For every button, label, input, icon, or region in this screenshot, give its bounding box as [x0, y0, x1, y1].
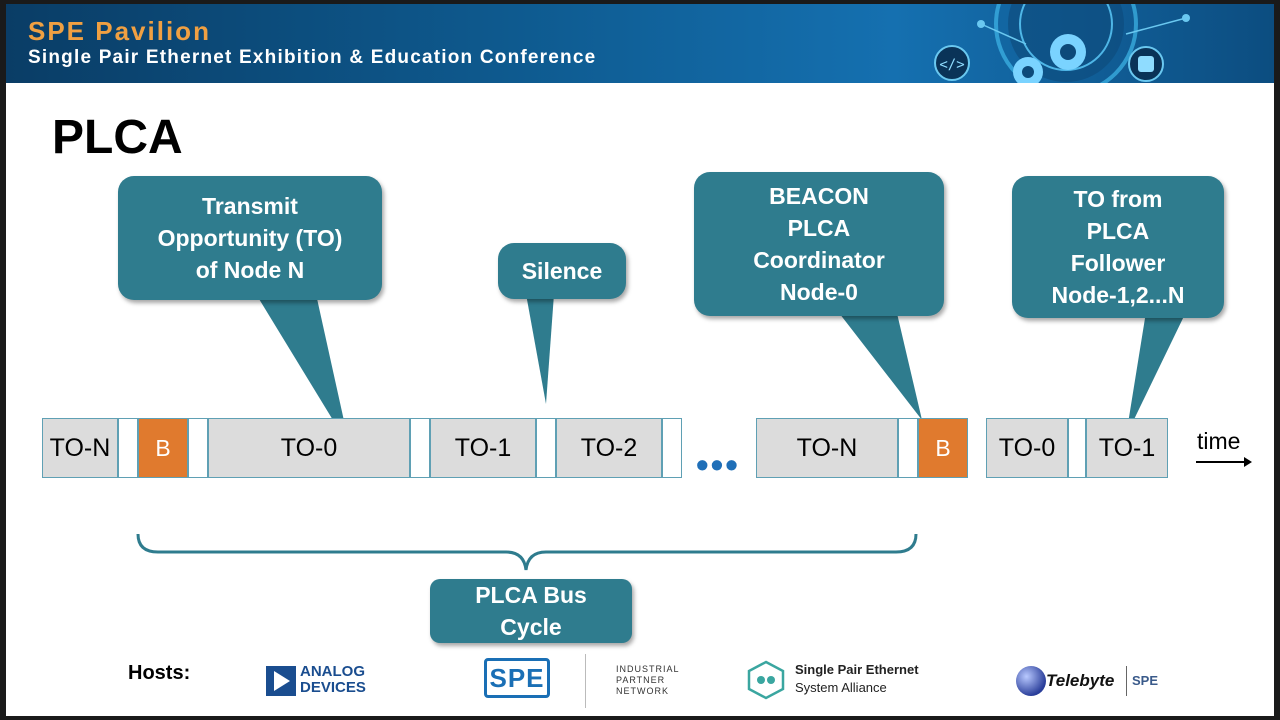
spe-logo: SPE [484, 658, 550, 698]
segment-to-2: TO-2 [556, 418, 662, 478]
segment-to-0: TO-0 [208, 418, 410, 478]
ipn-text-3: NETWORK [616, 686, 669, 696]
database-icon [1128, 46, 1164, 82]
callout-silence: Silence [498, 243, 626, 299]
segment-to-n: TO-N [756, 418, 898, 478]
banner-subtitle: Single Pair Ethernet Exhibition & Educat… [28, 47, 597, 68]
spe-alliance-text-1: Single Pair Ethernet [795, 662, 919, 677]
telebyte-text: Telebyte [1046, 671, 1115, 690]
segment-gap [898, 418, 918, 478]
header-banner: SPE Pavilion Single Pair Ethernet Exhibi… [6, 4, 1274, 83]
analog-devices-text-2: DEVICES [300, 679, 366, 696]
segment-to-n: TO-N [42, 418, 118, 478]
ipn-text-2: PARTNER [616, 675, 666, 685]
segment-gap [188, 418, 208, 478]
industrial-partner-network-logo: INDUSTRIAL PARTNER NETWORK [616, 664, 696, 700]
segment-gap [118, 418, 138, 478]
callout-follower: TO from PLCA Follower Node-1,2...N [1012, 176, 1224, 318]
spe-logo-text: SPE [489, 662, 545, 693]
segment-beacon: B [918, 418, 968, 478]
callout-beacon: BEACON PLCA Coordinator Node-0 [694, 172, 944, 316]
analog-devices-triangle-icon [266, 666, 296, 696]
segment-gap [662, 418, 682, 478]
time-axis-label: time [1197, 428, 1241, 454]
segment-to-1: TO-1 [1086, 418, 1168, 478]
telebyte-divider [1126, 666, 1127, 696]
ipn-text-1: INDUSTRIAL [616, 664, 680, 674]
telebyte-logo: Telebyte SPE [1014, 664, 1164, 698]
callout-transmit-opportunity: Transmit Opportunity (TO) of Node N [118, 176, 382, 300]
timeline-ellipsis: ••• [696, 444, 740, 485]
slide: SPE Pavilion Single Pair Ethernet Exhibi… [6, 4, 1274, 716]
segment-gap [1068, 418, 1086, 478]
spe-alliance-text-2: System Alliance [795, 680, 887, 695]
segment-to-1: TO-1 [430, 418, 536, 478]
globe-icon [1016, 666, 1046, 696]
gear-network-art: </> [934, 4, 1190, 83]
segment-beacon: B [138, 418, 188, 478]
hosts-label: Hosts: [128, 662, 191, 684]
code-icon: </> [934, 45, 970, 81]
banner-title: SPE Pavilion [28, 16, 211, 46]
svg-text:</>: </> [939, 57, 964, 73]
time-arrow-icon [1196, 457, 1252, 467]
analog-devices-logo: ANALOG DEVICES [266, 664, 376, 698]
callout-pointers [256, 294, 1186, 448]
bus-cycle-brace [136, 533, 918, 571]
segment-to-0: TO-0 [986, 418, 1068, 478]
telebyte-spe-text: SPE [1132, 673, 1159, 688]
callout-bus-cycle: PLCA Bus Cycle [430, 579, 632, 643]
segment-gap [536, 418, 556, 478]
slide-title: PLCA [52, 111, 183, 164]
analog-devices-text-1: ANALOG [300, 663, 365, 680]
silence-pointer [526, 294, 554, 404]
segment-gap [410, 418, 430, 478]
beacon-pointer [836, 309, 922, 420]
logo-divider [585, 654, 586, 708]
hexagon-icon [747, 660, 785, 700]
spe-system-alliance-logo: Single Pair Ethernet System Alliance [746, 660, 936, 700]
